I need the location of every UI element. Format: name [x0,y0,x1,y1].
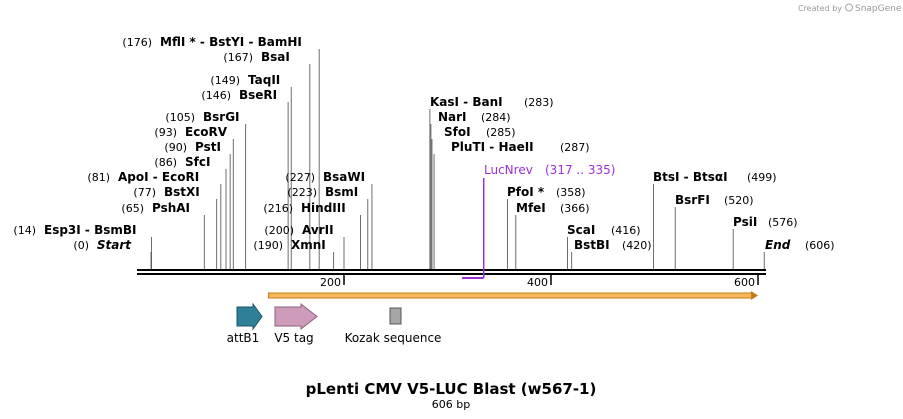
site-hindiii-label: HindIII [301,201,346,215]
site-pfoi-position: (358) [556,186,586,199]
site-sfoi-position: (285) [486,126,516,139]
site-bsrfi-position: (520) [724,194,754,207]
site-psii-position: (576) [768,216,798,229]
site-pfoi-label: PfoI * [507,185,545,199]
credit-brand: SnapGene [855,4,902,14]
site-taqii-position: (149) [210,74,240,87]
site-hindiii-position: (216) [263,202,293,215]
site-pshai-label: PshAI [152,201,190,215]
ruler-tick-label: 600 [734,276,755,289]
site-bsai-position: (167) [223,51,253,64]
site-mfli-label: MflI * - BstYI - BamHI [160,35,302,49]
site-esp3i-label: Esp3I - BsmBI [44,223,136,237]
feature-v5-tag-label: V5 tag [274,331,313,345]
site-bstbi-label: BstBI [574,238,610,252]
orf-bar [267,292,753,299]
site-mfei-position: (366) [560,202,590,215]
primer-name: LucNrev [484,163,533,177]
site-scai-position: (416) [611,224,641,237]
ruler-tick-label: 200 [320,276,341,289]
credit: Created by SnapGene [798,3,902,14]
site-kasi-position: (283) [524,96,554,109]
site-bstxi-position: (77) [133,186,156,199]
v5-tag-arrow-icon [274,302,318,331]
end-label: End [765,238,791,252]
site-pluti-label: PluTI - HaeII [451,140,534,154]
site-avrii-label: AvrII [302,223,334,237]
site-bstbi-position: (420) [622,239,652,252]
site-kasi-label: KasI - BanI [430,95,503,109]
orf-arrow [267,291,758,300]
feature-legend: attB1 V5 tag Kozak sequence [227,302,442,345]
site-apoi-position: (81) [87,171,110,184]
site-bsmi-position: (223) [287,186,317,199]
site-labels: Start (0) End (606) (14) Esp3I - BsmBI (… [13,35,834,252]
site-mfli-position: (176) [122,36,152,49]
map-length: 606 bp [432,398,470,411]
site-bsrgi-position: (105) [165,111,195,124]
site-scai-label: ScaI [567,223,595,237]
site-nari-label: NarI [438,110,467,124]
attb1-arrow-icon [236,302,263,331]
site-btsi-position: (499) [747,171,777,184]
site-bsai-label: BsaI [261,50,290,64]
site-bsawi-label: BsaWI [323,170,365,184]
site-psii-label: PsiI [733,215,757,229]
site-bsmi-label: BsmI [325,185,358,199]
site-mfei-label: MfeI [516,201,546,215]
site-btsi-label: BtsI - BtsαI [653,170,728,184]
feature-kozak-label: Kozak sequence [345,331,442,345]
site-bsrfi-label: BsrFI [675,193,710,207]
orf-arrowhead [751,291,758,300]
site-bsrgi-label: BsrGI [203,110,240,124]
site-psti-label: PstI [195,140,221,154]
start-position: (0) [73,239,89,252]
site-bstxi-label: BstXI [164,185,200,199]
site-sfci-label: SfcI [185,155,210,169]
site-esp3i-position: (14) [13,224,36,237]
dna-backbone [137,269,766,275]
site-psti-position: (90) [164,141,187,154]
site-taqii-label: TaqII [248,73,280,87]
ruler: 200 400 600 [320,275,759,289]
site-pluti-position: (287) [560,141,590,154]
end-position: (606) [805,239,835,252]
site-pshai-position: (65) [121,202,144,215]
site-avrii-position: (200) [264,224,294,237]
start-label: Start [97,238,132,252]
site-sfoi-label: SfoI [444,125,471,139]
primer-range: (317 .. 335) [545,163,615,177]
site-connectors [150,49,765,269]
snapgene-logo-icon [845,3,853,12]
feature-attb1-label: attB1 [227,331,260,345]
ruler-tick-label: 400 [527,276,548,289]
site-xmni-label: XmnI [291,238,326,252]
map-title: pLenti CMV V5-LUC Blast (w567-1) [306,380,597,398]
site-xmni-position: (190) [253,239,283,252]
site-bsawi-position: (227) [285,171,315,184]
kozak-box-icon [389,307,402,325]
site-ecorv-position: (93) [154,126,177,139]
site-apoi-label: ApoI - EcoRI [118,170,199,184]
site-beseri-label: BseRI [239,88,277,102]
site-ecorv-label: EcoRV [185,125,228,139]
primer-lucnrev: LucNrev (317 .. 335) [462,163,615,279]
credit-prefix: Created by [798,4,842,13]
site-sfci-position: (86) [154,156,177,169]
site-nari-position: (284) [481,111,511,124]
site-beseri-position: (146) [201,89,231,102]
